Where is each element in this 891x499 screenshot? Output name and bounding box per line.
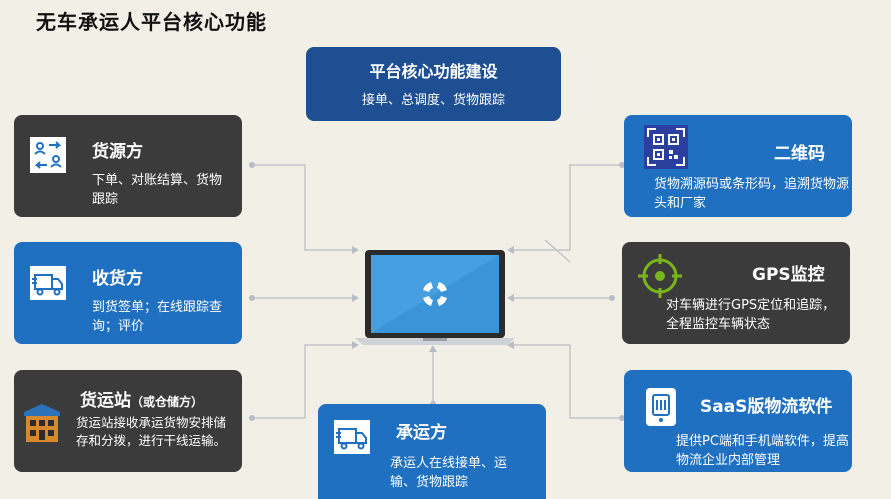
exchange-people-icon (30, 137, 66, 173)
qrcode-desc: 货物溯源码或条形码，追溯货物源头和厂家 (654, 177, 850, 211)
consignee-box: 收货方 到货签单；在线跟踪查询；评价 (14, 242, 242, 344)
qrcode-title: 二维码 (774, 144, 825, 164)
target-icon (638, 254, 682, 298)
shipper-title: 货源方 (92, 142, 143, 162)
shipper-box: 货源方 下单、对账结算、货物跟踪 (14, 115, 242, 217)
sync-icon (423, 282, 447, 306)
consignee-title: 收货方 (92, 269, 143, 289)
core-function-box: 平台核心功能建设 接单、总调度、货物跟踪 (306, 47, 561, 121)
station-desc: 货运站接收承运货物安排储存和分拨，进行干线运输。 (76, 415, 227, 448)
saas-desc: 提供PC端和手机端软件，提高物流企业内部管理 (676, 434, 849, 468)
carrier-desc: 承运人在线接单、运输、货物跟踪 (390, 456, 508, 490)
page-title: 无车承运人平台核心功能 (36, 10, 267, 34)
saas-title: SaaS版物流软件 (700, 397, 833, 417)
station-box: 货运站（或仓储方） 货运站接收承运货物安排储存和分拨，进行干线运输。 (14, 370, 242, 472)
warehouse-icon (24, 404, 60, 442)
delivery-truck-icon (30, 266, 66, 300)
delivery-truck-icon (334, 420, 370, 454)
station-title: 货运站（或仓储方） (80, 386, 203, 411)
laptop-illustration (355, 250, 515, 345)
carrier-box: 承运方 承运人在线接单、运输、货物跟踪 (318, 404, 546, 499)
station-title-sub: （或仓储方） (131, 395, 204, 409)
saas-box: SaaS版物流软件 提供PC端和手机端软件，提高物流企业内部管理 (624, 370, 852, 472)
core-function-title: 平台核心功能建设 (369, 62, 498, 81)
core-function-desc: 接单、总调度、货物跟踪 (361, 93, 505, 108)
shipper-desc: 下单、对账结算、货物跟踪 (92, 173, 223, 207)
station-title-main: 货运站 (80, 391, 131, 411)
consignee-desc: 到货签单；在线跟踪查询；评价 (92, 300, 223, 334)
phone-truck-icon (646, 388, 676, 426)
qr-code-icon (644, 125, 688, 169)
gps-desc: 对车辆进行GPS定位和追踪，全程监控车辆状态 (666, 298, 836, 332)
carrier-title: 承运方 (396, 423, 447, 443)
qrcode-box: 二维码 货物溯源码或条形码，追溯货物源头和厂家 (624, 115, 852, 217)
gps-title: GPS监控 (752, 265, 825, 285)
gps-box: GPS监控 对车辆进行GPS定位和追踪，全程监控车辆状态 (622, 242, 850, 344)
